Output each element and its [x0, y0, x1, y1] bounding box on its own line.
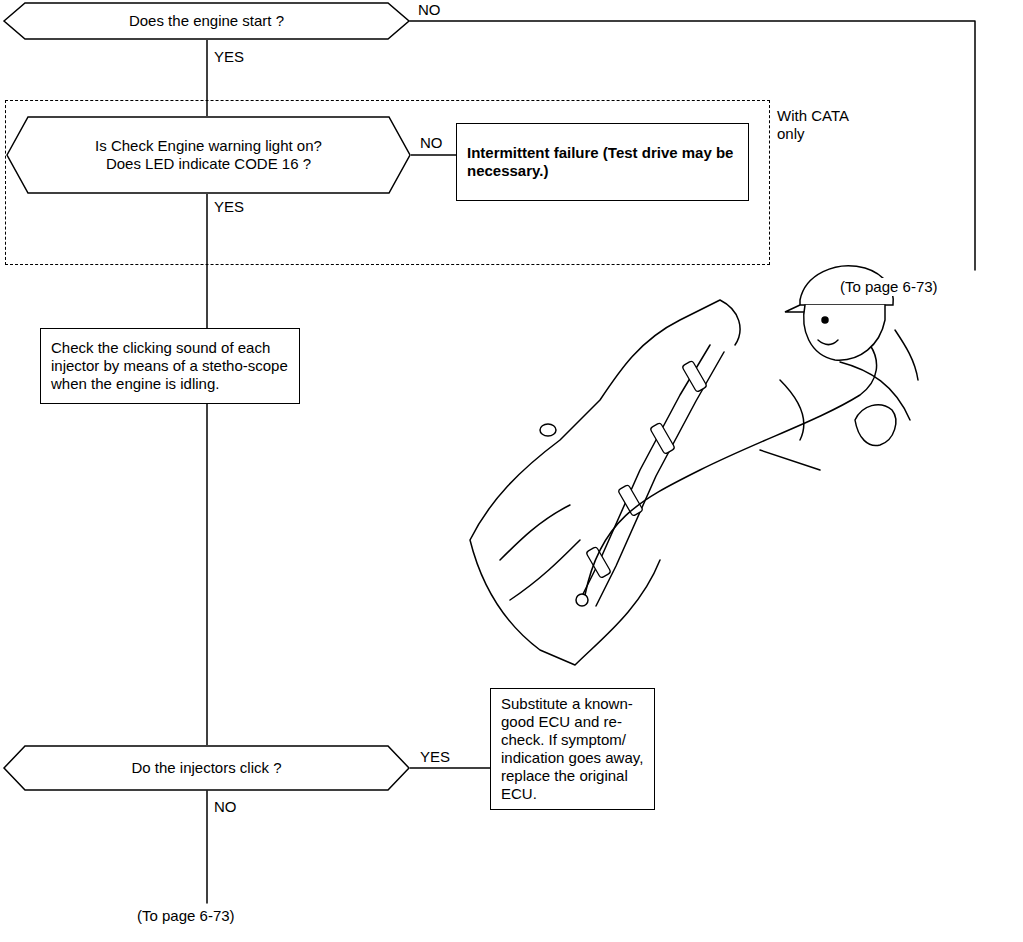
branch-label: NO [416, 1, 443, 19]
no-line [410, 21, 975, 270]
connector [206, 404, 208, 745]
connector [206, 194, 208, 328]
edge-label: YES [212, 198, 246, 216]
injector [650, 422, 675, 454]
decision-hexagon: Is Check Engine warning light on?Does LE… [6, 116, 411, 194]
hexagon-outline [4, 746, 409, 790]
edge-label: YES [418, 748, 452, 766]
connector [410, 767, 490, 769]
edge-label: YES [212, 48, 246, 66]
mechanic-eye [822, 317, 828, 323]
node-text: Does LED indicate CODE 16 ? [106, 155, 311, 173]
injector [682, 360, 707, 392]
hexagon-outline [7, 117, 410, 193]
injector [586, 546, 611, 578]
engine-outline [500, 380, 820, 600]
engine-outline [470, 300, 740, 665]
connector [206, 40, 208, 116]
region-note: With CATA only [777, 107, 872, 143]
fuel-rail [596, 352, 724, 606]
process-box: Intermittent failure (Test drive may be … [456, 123, 749, 201]
node-text: Intermittent failure (Test drive may be … [467, 144, 738, 180]
stethoscope-probe [576, 594, 588, 606]
mechanic-mouth [818, 340, 838, 345]
node-text: Is Check Engine warning light on? [95, 137, 322, 155]
no-line [206, 791, 208, 903]
decision-hexagon: Does the engine start ? [3, 2, 410, 40]
fuel-rail [580, 345, 710, 600]
page-reference: (To page 6-73) [135, 907, 237, 925]
connector [411, 154, 456, 156]
branch-label: NO [212, 798, 239, 816]
page-reference: (To page 6-73) [838, 278, 940, 296]
decision-hexagon: Do the injectors click ? [3, 745, 410, 791]
node-text: Does the engine start ? [129, 12, 284, 30]
mechanic-hand [855, 405, 896, 446]
hexagon-outline [4, 3, 409, 39]
node-text: Do the injectors click ? [131, 759, 281, 777]
bolt [540, 424, 556, 436]
process-box: Check the clicking sound of each injecto… [40, 328, 300, 404]
process-box: Substitute a known-good ECU and re-check… [490, 688, 655, 810]
dashed-region: With CATA onlyIs Check Engine warning li… [5, 100, 770, 265]
node-text: Substitute a known-good ECU and re-check… [501, 695, 644, 803]
stethoscope-tube [585, 345, 877, 595]
mechanic-face [804, 305, 885, 360]
edge-label: NO [418, 134, 445, 152]
node-text: Check the clicking sound of each injecto… [51, 339, 289, 393]
